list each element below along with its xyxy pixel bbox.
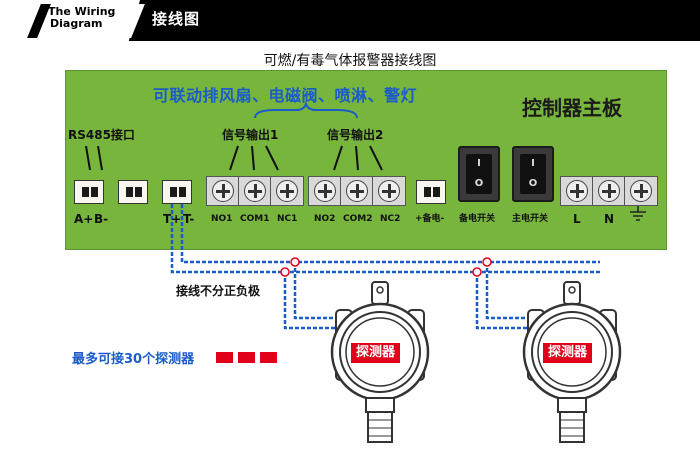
header-label-box xyxy=(0,0,140,41)
out2-lead-com xyxy=(355,145,359,171)
drop-2a xyxy=(485,262,528,320)
label-nc1: NC1 xyxy=(277,214,298,224)
label-nc2: NC2 xyxy=(380,214,401,224)
backup-power-connector xyxy=(416,180,446,204)
detector-1-label: 探测器 xyxy=(351,343,401,363)
out2-lead-no xyxy=(333,145,343,171)
terminal-nc1 xyxy=(270,176,304,206)
rs485-lead-a xyxy=(85,145,91,171)
label-com1: COM1 xyxy=(240,214,270,224)
out1-lead-no xyxy=(229,145,239,171)
signal-output-2-label: 信号输出2 xyxy=(327,128,384,142)
label-backup-power: +备电- xyxy=(415,214,445,224)
out1-lead-com xyxy=(251,145,255,171)
bus-wire-t-plus xyxy=(170,192,600,274)
bus-wires xyxy=(170,192,600,330)
terminal-l xyxy=(560,176,594,206)
label-com2: COM2 xyxy=(343,214,373,224)
controller-board xyxy=(65,70,667,250)
label-main-switch: 主电开关 xyxy=(512,214,549,224)
terminal-com1 xyxy=(238,176,272,206)
label-no2: NO2 xyxy=(314,214,336,224)
terminal-ground xyxy=(624,176,658,206)
rs485-connector xyxy=(74,180,104,204)
junction-dot xyxy=(472,267,482,277)
rs485-label: RS485接口 xyxy=(68,128,135,142)
label-backup-switch: 备电开关 xyxy=(459,214,496,224)
linkage-function-text: 可联动排风扇、电磁阀、喷淋、警灯 xyxy=(153,86,418,105)
label-b-minus: B- xyxy=(94,212,109,226)
red-square-icon xyxy=(238,352,255,363)
red-square-icon xyxy=(260,352,277,363)
rs485-lead-b xyxy=(97,145,103,171)
drop-2b xyxy=(475,272,528,330)
label-n: N xyxy=(604,212,615,226)
junction-dot xyxy=(290,257,300,267)
spare-connector xyxy=(118,180,148,204)
bus-wire-t-minus xyxy=(180,192,600,264)
header-en-title: The Wiring Diagram xyxy=(48,5,116,30)
terminal-n xyxy=(592,176,626,206)
label-l: L xyxy=(573,212,581,226)
label-t-minus: T- xyxy=(183,212,195,226)
out1-lead-nc xyxy=(265,145,279,171)
terminal-no1 xyxy=(206,176,240,206)
out2-lead-nc xyxy=(369,145,383,171)
brace-icon xyxy=(254,100,358,119)
header-zh-title: 接线图 xyxy=(152,10,201,28)
junction-dot xyxy=(280,267,290,277)
polarity-note: 接线不分正负极 xyxy=(176,284,261,298)
signal-output-1-label: 信号输出1 xyxy=(222,128,279,142)
terminal-no2 xyxy=(308,176,342,206)
terminal-nc2 xyxy=(372,176,406,206)
bus-connector xyxy=(162,180,192,204)
red-square-icon xyxy=(216,352,233,363)
drop-1a xyxy=(293,262,338,320)
diagram-title: 可燃/有毒气体报警器接线图 xyxy=(263,53,437,69)
detector-2-label: 探测器 xyxy=(543,343,593,363)
junction-dot xyxy=(482,257,492,267)
max-detectors-note: 最多可接30个探测器 xyxy=(72,352,195,367)
board-title: 控制器主板 xyxy=(522,96,622,120)
label-a-plus: A+ xyxy=(74,212,94,226)
drop-1b xyxy=(283,272,338,330)
label-t-plus: T+ xyxy=(163,212,182,226)
terminal-com2 xyxy=(340,176,374,206)
ground-icon xyxy=(630,204,646,221)
label-no1: NO1 xyxy=(211,214,233,224)
